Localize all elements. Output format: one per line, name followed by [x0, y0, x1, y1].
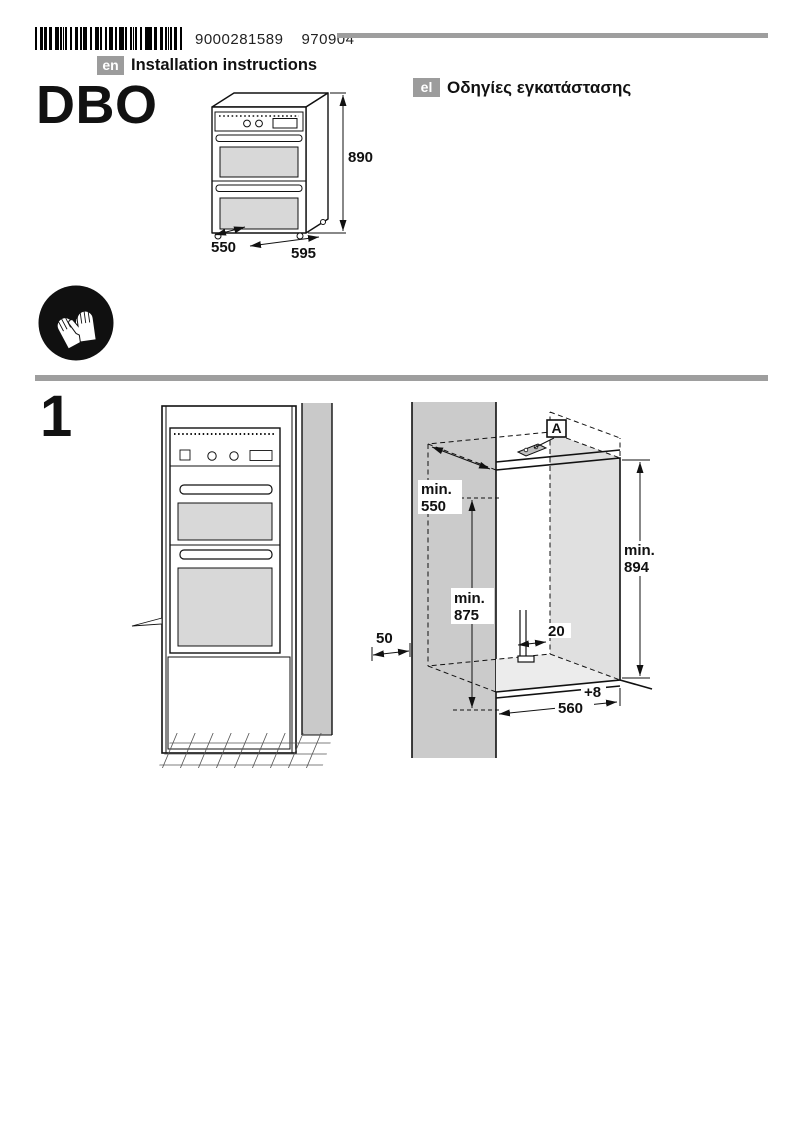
- dim-rear-height: 894: [624, 559, 650, 576]
- dim-side-gap: 50: [376, 630, 393, 647]
- dimension-lines: [214, 92, 347, 249]
- part-number: 9000281589: [195, 31, 284, 48]
- dim-front-height: 875: [454, 607, 479, 624]
- barcode: [35, 27, 182, 50]
- cabinet-front-diagram: [131, 403, 334, 768]
- dim-width: 595: [291, 245, 316, 262]
- model-name: DBO: [36, 75, 158, 135]
- title-row-en: en Installation instructions: [97, 56, 317, 75]
- dim-rear-height-prefix: min.: [624, 542, 655, 559]
- detail-label: A: [551, 420, 561, 436]
- bottom-step-detail: [517, 610, 535, 663]
- section-divider: [35, 375, 768, 381]
- wall-column: [301, 403, 333, 736]
- dim-width-tolerance: +8: [584, 684, 601, 701]
- oven-doors: [212, 134, 306, 230]
- dim-width: 560: [558, 700, 583, 717]
- step-number: 1: [40, 384, 73, 449]
- base-cabinet-door: [167, 656, 291, 750]
- dim-depth-min-prefix: min.: [421, 481, 452, 498]
- dim-depth-min: 550: [421, 498, 446, 515]
- title-en: Installation instructions: [131, 56, 318, 74]
- dim-ledge: 20: [548, 623, 565, 640]
- dim-depth: 550: [211, 239, 236, 256]
- protruding-ledge: [131, 617, 163, 627]
- dim-front-height-prefix: min.: [454, 590, 485, 607]
- language-badge-en: en: [97, 56, 124, 75]
- oven-control-panel: [214, 111, 304, 132]
- header-rule: [337, 33, 768, 38]
- title-row-el: el Οδηγίες εγκατάστασης: [413, 78, 631, 97]
- gloves-icon: [38, 285, 114, 361]
- language-badge-el: el: [413, 78, 440, 97]
- oven-front: [169, 427, 281, 654]
- title-el: Οδηγίες εγκατάστασης: [447, 78, 632, 97]
- bracket-detail: A: [516, 419, 567, 457]
- dimension-labels: min. 550 min. 875 min. 894 50 20 +8 560: [376, 480, 663, 717]
- appliance-dimension-diagram: 890 550 595: [211, 92, 373, 262]
- niche-dimension-diagram: A min. 550 min. 875: [371, 402, 663, 758]
- detail-callout-box: [546, 419, 567, 438]
- tiled-floor: [158, 733, 334, 768]
- niche-side-panel: [550, 432, 620, 680]
- glove-right: [68, 310, 97, 343]
- dim-height: 890: [348, 149, 373, 166]
